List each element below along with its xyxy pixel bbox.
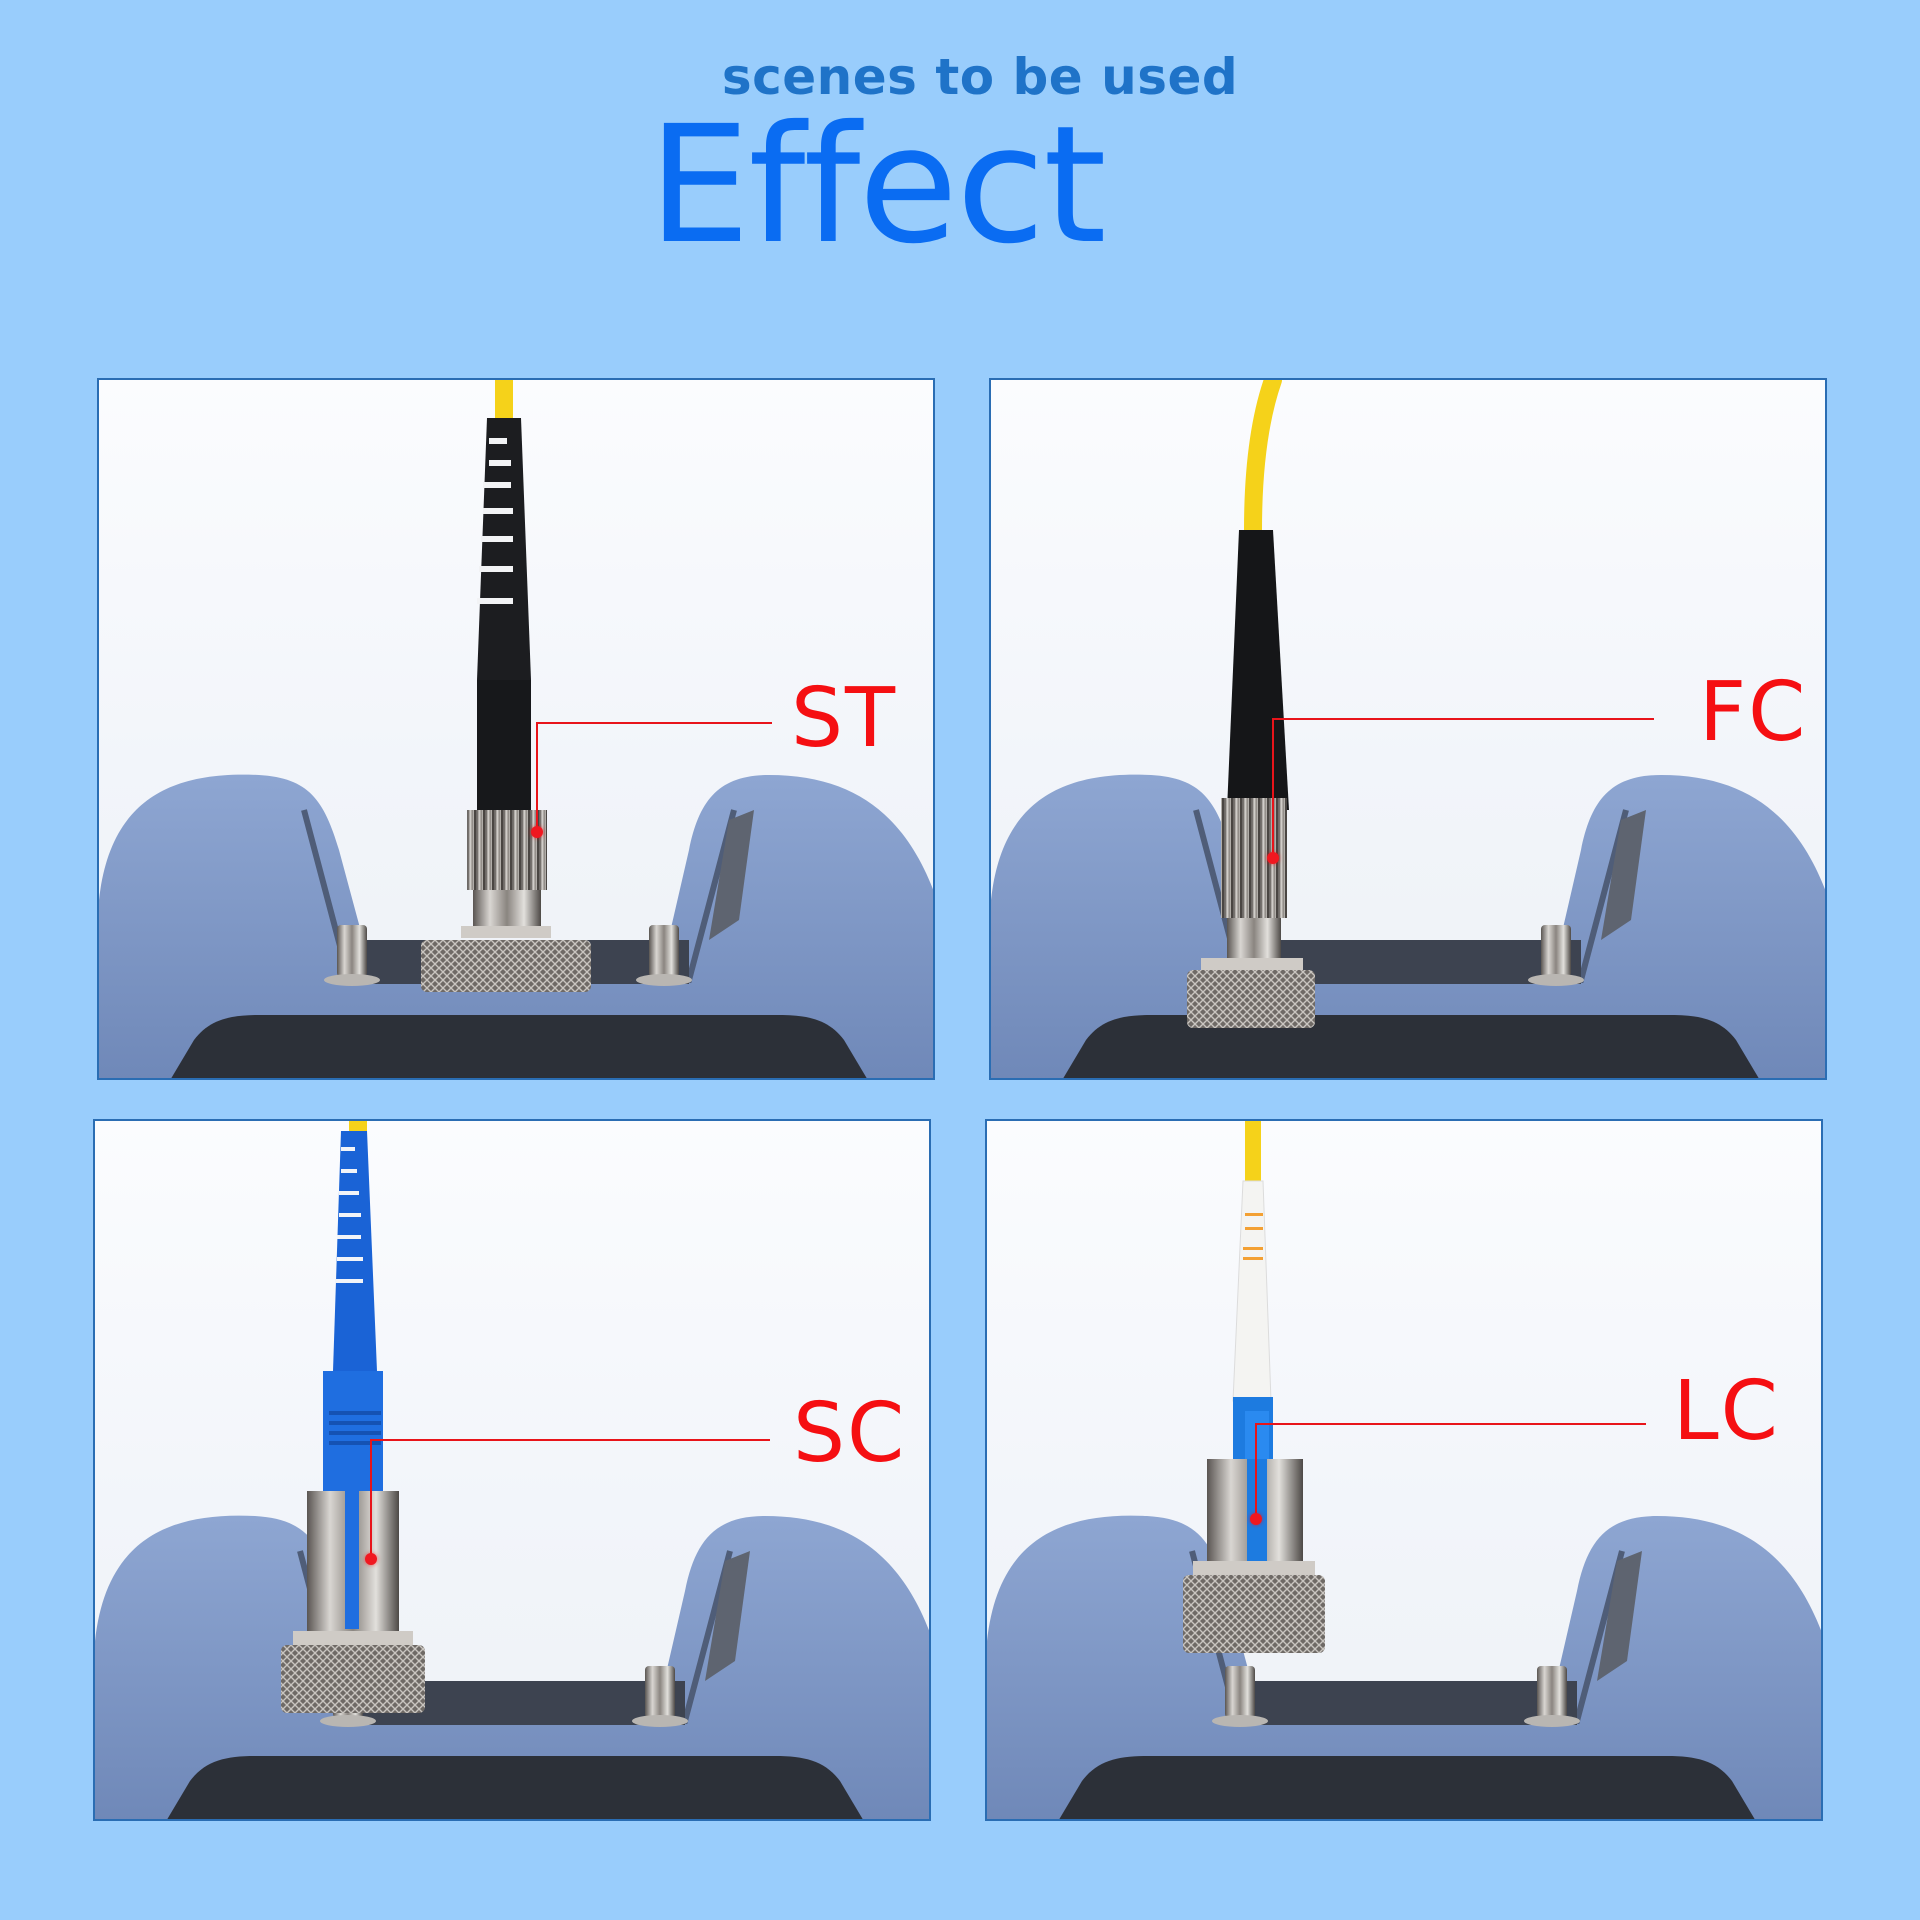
page-title: Effect bbox=[648, 92, 1107, 280]
sc-leader-dot bbox=[365, 1553, 377, 1565]
lc-leader-line bbox=[1255, 1423, 1646, 1425]
st-leader-line-vertical bbox=[536, 722, 538, 832]
sc-leader-line-vertical bbox=[370, 1439, 372, 1559]
panel-lc: LC bbox=[985, 1119, 1823, 1821]
panel-st: ST bbox=[97, 378, 935, 1080]
sc-leader-line bbox=[370, 1439, 770, 1441]
subtitle: scenes to be used bbox=[721, 48, 1239, 106]
lc-leader-dot bbox=[1250, 1513, 1262, 1525]
panel-sc: SC bbox=[93, 1119, 931, 1821]
panel-fc: FC bbox=[989, 378, 1827, 1080]
label-lc: LC bbox=[1673, 1364, 1780, 1459]
label-st: ST bbox=[791, 671, 898, 766]
st-leader-line bbox=[536, 722, 772, 724]
fc-leader-dot bbox=[1267, 852, 1279, 864]
lc-connector-illustration bbox=[987, 1121, 1823, 1821]
label-sc: SC bbox=[793, 1386, 907, 1481]
fc-leader-line-vertical bbox=[1272, 718, 1274, 856]
st-connector-illustration bbox=[99, 380, 935, 1080]
lc-leader-line-vertical bbox=[1255, 1423, 1257, 1519]
label-fc: FC bbox=[1699, 665, 1808, 760]
sc-connector-illustration bbox=[95, 1121, 931, 1821]
fc-leader-line bbox=[1272, 718, 1654, 720]
st-leader-dot bbox=[531, 826, 543, 838]
